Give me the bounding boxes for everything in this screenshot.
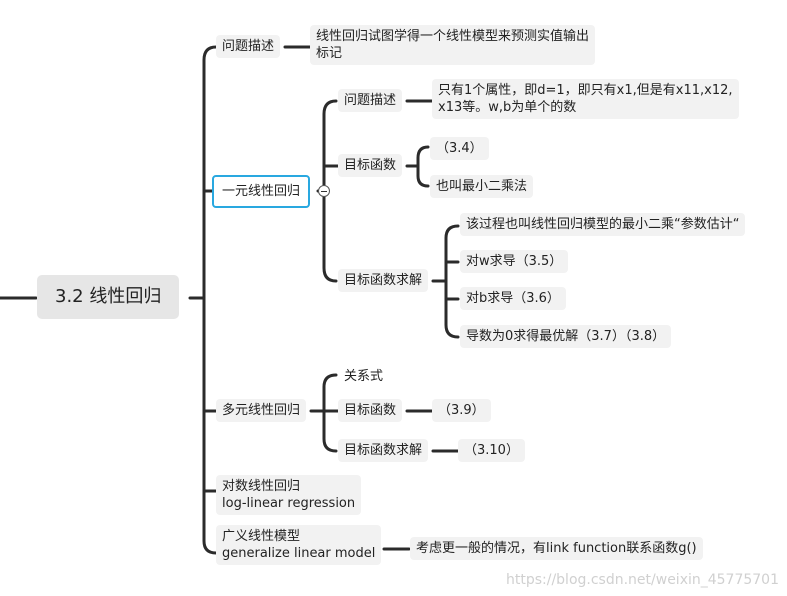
central-topic[interactable]: 3.2 线性回归 bbox=[37, 275, 180, 319]
topic-log-linear-regression[interactable]: 对数线性回归 log-linear regression bbox=[216, 475, 362, 515]
note-line: x13等。w,b为单个的数 bbox=[438, 100, 577, 115]
item-derivative-w[interactable]: 对w求导（3.5） bbox=[460, 250, 569, 273]
item-parameter-estimation[interactable]: 该过程也叫线性回归模型的最小二乘“参数估计“ bbox=[460, 213, 746, 236]
subtopic-objective-function-multi[interactable]: 目标函数 bbox=[338, 399, 403, 422]
topic-multiple-linear-regression[interactable]: 多元线性回归 bbox=[216, 399, 307, 422]
item-equation-3-4[interactable]: （3.4） bbox=[430, 137, 489, 160]
note-line: 只有1个属性，即d=1，即只有x1,但是有x11,x12, bbox=[438, 83, 733, 98]
item-optimal-solution[interactable]: 导数为0求得最优解（3.7）（3.8） bbox=[460, 325, 672, 348]
topic-simple-linear-regression[interactable]: 一元线性回归 bbox=[212, 175, 311, 208]
topic-problem-description[interactable]: 问题描述 bbox=[216, 35, 281, 58]
topic-generalized-linear-model[interactable]: 广义线性模型 generalize linear model bbox=[216, 525, 382, 565]
topic-line: generalize linear model bbox=[222, 546, 376, 561]
note-line: 标记 bbox=[316, 46, 343, 61]
note-problem-description[interactable]: 线性回归试图学得一个线性模型来预测实值输出 标记 bbox=[310, 25, 596, 65]
topic-line: 对数线性回归 bbox=[222, 479, 301, 494]
note-link-function[interactable]: 考虑更一般的情况，有link function联系函数g() bbox=[410, 537, 703, 560]
subtopic-objective-function[interactable]: 目标函数 bbox=[338, 154, 403, 177]
note-line: 线性回归试图学得一个线性模型来预测实值输出 bbox=[316, 29, 590, 44]
item-equation-3-10[interactable]: （3.10） bbox=[458, 439, 525, 462]
watermark: https://blog.csdn.net/weixin_45775701 bbox=[505, 572, 779, 588]
collapse-toggle-icon[interactable] bbox=[318, 185, 330, 197]
subtopic-objective-solving[interactable]: 目标函数求解 bbox=[338, 269, 429, 292]
note-single-attribute[interactable]: 只有1个属性，即d=1，即只有x1,但是有x11,x12, x13等。w,b为单… bbox=[432, 79, 739, 119]
subtopic-problem-description[interactable]: 问题描述 bbox=[338, 89, 403, 112]
item-least-squares[interactable]: 也叫最小二乘法 bbox=[430, 175, 534, 198]
topic-line: log-linear regression bbox=[222, 496, 356, 511]
subtopic-objective-solving-multi[interactable]: 目标函数求解 bbox=[338, 439, 429, 462]
item-equation-3-9[interactable]: （3.9） bbox=[432, 399, 491, 422]
subtopic-relation[interactable]: 关系式 bbox=[344, 369, 384, 384]
item-derivative-b[interactable]: 对b求导（3.6） bbox=[460, 287, 566, 310]
topic-line: 广义线性模型 bbox=[222, 529, 301, 544]
